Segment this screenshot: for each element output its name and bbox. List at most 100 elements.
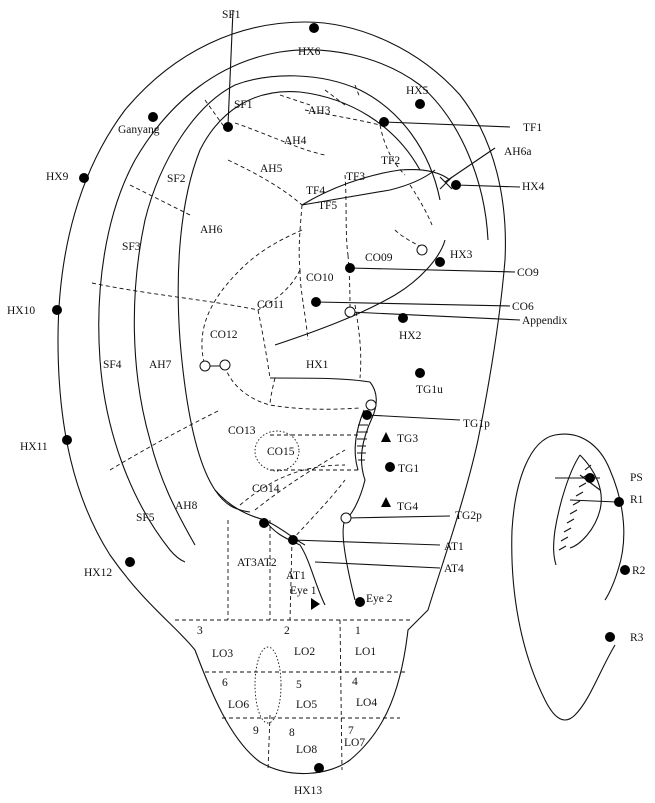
side-ear-outline-2 [511,434,616,721]
label-at4: AT4 [444,563,464,575]
label-r2: R2 [632,565,646,577]
label-n9: 9 [253,725,259,737]
label-sf5: SF5 [136,512,155,524]
point-hx5 [415,99,425,109]
ear-antihelix-outer [133,75,441,546]
ear-antihelix-inner [177,90,421,546]
label-n5: 5 [296,679,302,691]
label-lo6: LO6 [228,699,249,711]
label-at3at2: AT3AT2 [237,557,277,569]
point-hx9 [79,173,89,183]
point-hx13 [314,763,324,773]
label-hx10: HX10 [7,305,35,317]
label-ah8: AH8 [175,500,198,512]
label-hx9: HX9 [46,171,69,183]
label-sf4: SF4 [103,359,122,371]
label-hx3: HX3 [450,249,473,261]
triangle-eye1 [311,598,320,610]
label-hx1: HX1 [306,359,329,371]
triangle-tg3 [381,432,391,442]
side-ear-inner [553,454,581,566]
point-eye2 [355,597,365,607]
label-tg2p: TG2p [455,510,482,522]
hollow-appendix [344,306,356,318]
point-sf1 [223,122,233,132]
point-at1 [288,535,298,545]
triangle-tg4 [381,497,391,507]
label-hx11: HX11 [20,441,48,453]
label-tf4: TF4 [306,185,325,197]
label-ps: PS [630,472,643,484]
point-ganyang [148,112,158,122]
point-tg1u [415,368,425,378]
point-hx10 [52,305,62,315]
point-ps [585,473,595,483]
label-co13: CO13 [228,425,256,437]
label-tg1p: TG1p [463,418,490,430]
lobule-oval [254,646,282,724]
hollow-tg1p-upper [365,399,377,411]
label-lo1: LO1 [355,646,376,658]
label-tg3: TG3 [397,433,418,445]
point-r2 [620,565,630,575]
label-n8: 8 [289,727,295,739]
label-tg1: TG1 [398,463,419,475]
point-co6 [311,297,321,307]
hollow-points [199,244,428,524]
side-ear-outline [554,433,625,601]
label-ah4: AH4 [284,135,307,147]
label-n6: 6 [222,677,228,689]
label-hx13: HX13 [294,785,322,797]
label-tf5: TF5 [318,200,337,212]
label-lo3: LO3 [212,648,233,660]
triangle-points [311,432,391,610]
point-hx11 [62,435,72,445]
hollow-tg2p [340,512,352,524]
label-tg4: TG4 [397,501,418,513]
label-co6: CO6 [512,301,534,313]
ear-tragus [342,381,377,601]
x-mark [439,176,453,190]
label-lo7: LO7 [344,737,365,749]
label-n2: 2 [284,625,290,637]
ear-concha-bottom [214,489,251,513]
label-eye1: Eye 1 [290,585,317,597]
label-lo2: LO2 [294,646,315,658]
ear-outer-helix [57,21,506,775]
label-lo4: LO4 [356,697,377,709]
label-hx5: HX5 [406,85,429,97]
point-hx2 [398,313,408,323]
label-ah3: AH3 [308,105,331,117]
ear-helix-inner [98,49,489,563]
label-at1-in: AT1 [286,570,306,582]
label-co12: CO12 [210,329,238,341]
label-co9-in: CO09 [365,252,393,264]
label-ah5: AH5 [260,163,283,175]
label-eye2: Eye 2 [366,593,393,605]
ear-helix-crus-lower [269,377,371,383]
label-sf2: SF2 [167,173,186,185]
point-tf1 [379,117,389,127]
ear-antitragus [264,519,326,606]
label-n1: 1 [355,625,361,637]
label-sf1-in: SF1 [234,99,253,111]
label-tf1: TF1 [523,122,542,134]
label-hx12: HX12 [84,567,112,579]
point-tg1p [362,410,372,420]
label-tg1u: TG1u [416,384,443,396]
hollow-co12-b [219,359,231,371]
label-ah6: AH6 [200,224,223,236]
point-hx3 [435,257,445,267]
point-tg1 [385,462,395,472]
point-co9 [345,263,355,273]
label-lo5: LO5 [296,699,317,711]
label-co15: CO15 [267,446,295,458]
label-n3: 3 [197,625,203,637]
label-n7: 7 [348,725,354,737]
region-dashed-lines [91,84,433,771]
labels: SF1 HX6 HX5 Ganyang SF1 AH3 TF1 AH4 TF2 … [7,9,646,797]
label-co11: CO11 [257,299,284,311]
point-r1 [614,497,624,507]
label-sf1-top: SF1 [222,9,241,21]
